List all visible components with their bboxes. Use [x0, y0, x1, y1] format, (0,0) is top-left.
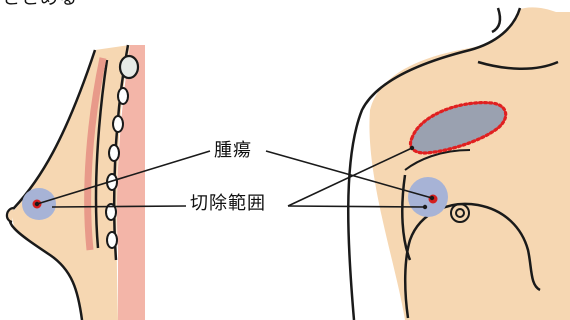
- front-view: [348, 7, 570, 320]
- leader-end-dot: [35, 202, 39, 206]
- top-cut-text: ととめる: [2, 0, 78, 10]
- leader-end-dot: [430, 196, 434, 200]
- neck-line: [492, 8, 500, 32]
- excision-leader-left: [52, 206, 186, 207]
- rib: [109, 145, 119, 161]
- side-view: [7, 45, 145, 320]
- tumor-label: 腫瘍: [214, 140, 252, 162]
- rib: [113, 116, 123, 132]
- excision-area-label: 切除範囲: [190, 193, 266, 215]
- rib: [118, 88, 128, 104]
- leader-end-dot: [423, 205, 427, 209]
- torso-skin: [369, 7, 570, 320]
- rib: [120, 56, 138, 78]
- rib: [107, 232, 117, 248]
- leader-end-dot: [410, 146, 414, 150]
- excision-leader-right-breast: [288, 206, 424, 207]
